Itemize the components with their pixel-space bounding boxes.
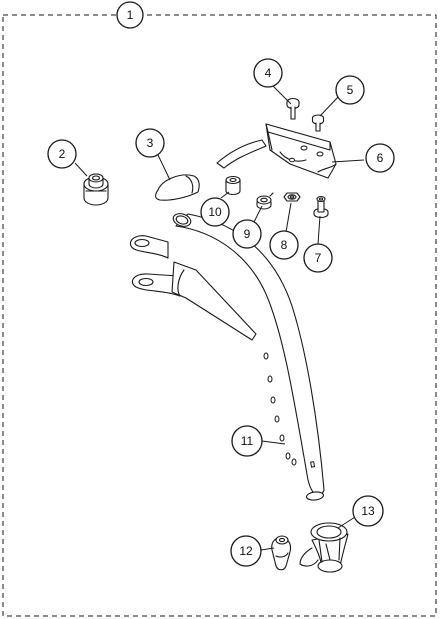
part-7-rivet	[313, 195, 329, 219]
callout-3-label: 3	[147, 136, 154, 150]
part-6-brake-lever	[216, 123, 337, 179]
callout-9: 9	[232, 219, 262, 249]
callout-3: 3	[135, 128, 165, 158]
callout-11: 11	[231, 425, 263, 457]
callout-6-label: 6	[377, 151, 384, 165]
part-8-nut	[283, 192, 301, 202]
callout-8-label: 8	[281, 238, 288, 252]
callout-12-label: 12	[239, 544, 253, 558]
assembly-boundary	[2, 14, 437, 617]
leader-lines	[74, 85, 365, 551]
callout-7-label: 7	[315, 251, 322, 265]
callout-8: 8	[269, 230, 299, 260]
callout-4: 4	[253, 58, 283, 88]
callout-2-label: 2	[59, 147, 66, 161]
callout-13: 13	[352, 495, 384, 527]
callout-10-label: 10	[208, 205, 222, 219]
callout-6: 6	[365, 143, 395, 173]
callout-1-label: 1	[127, 8, 134, 22]
callout-11-label: 11	[241, 434, 254, 448]
callout-12: 12	[230, 535, 262, 567]
callout-5: 5	[335, 75, 365, 105]
callout-7: 7	[303, 243, 333, 273]
callout-10: 10	[200, 197, 230, 227]
callout-4-label: 4	[265, 66, 272, 80]
callout-5-label: 5	[347, 83, 354, 97]
part-11-frame-tube	[129, 213, 325, 501]
part-9-lock-washer	[256, 192, 274, 210]
part-13-tube-clamp	[299, 522, 349, 573]
part-5-screw	[311, 114, 325, 132]
part-2-bushing	[83, 173, 109, 206]
part-12-clamp-lever	[271, 535, 292, 571]
callout-1: 1	[116, 1, 144, 29]
callout-13-label: 13	[361, 504, 375, 518]
part-10-spacer	[225, 175, 241, 196]
part-3-grip-pad	[155, 174, 200, 201]
callout-9-label: 9	[244, 227, 251, 241]
callout-2: 2	[47, 139, 77, 169]
